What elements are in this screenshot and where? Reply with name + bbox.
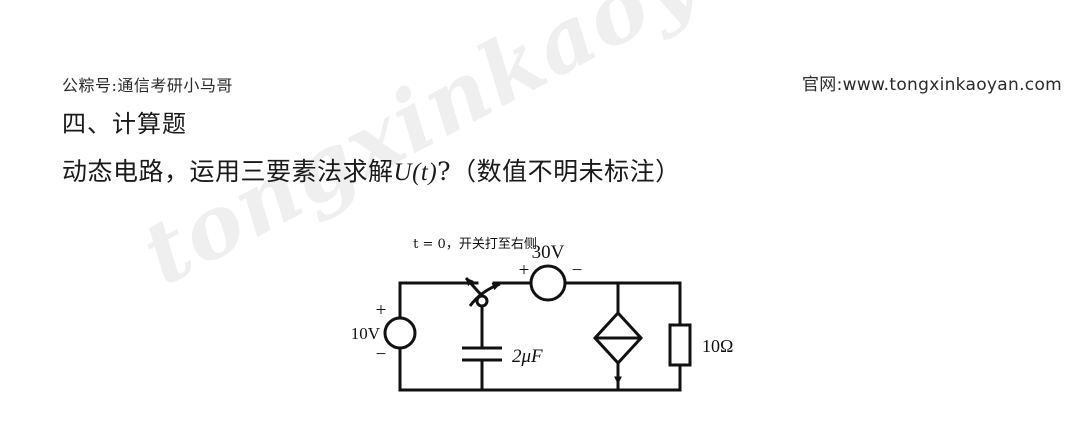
question-variable: U(t) [394,159,438,186]
resistor-label: 10Ω [702,336,733,356]
official-site-url: 官网:www.tongxinkaoyan.com [802,70,1062,95]
independent-voltage-source-10v: 10V + − [351,300,415,365]
page-header: 公粽号:通信考研小马哥 官网:www.tongxinkaoyan.com [0,72,1080,98]
voltage-source-30v-minus: − [572,260,583,281]
dependent-current-source [595,313,641,384]
capacitor-label: 2μF [512,346,543,367]
capacitor-2uf: 2μF [462,346,543,367]
switch-note: t = 0，开关打至右侧 [413,237,537,252]
voltage-source-10v-minus: − [376,344,387,365]
voltage-source-30v-label: 30V [532,242,565,263]
question-suffix: ?（数值不明未标注） [437,157,680,186]
voltage-source-30v-plus: + [519,260,530,281]
resistor-body [670,325,690,365]
voltage-source-10v-plus: + [376,300,387,321]
resistor-10ohm: 10Ω [670,325,733,365]
question-text: 动态电路，运用三要素法求解U(t)?（数值不明未标注） [62,152,681,188]
voltage-source-10v-label: 10V [351,324,381,343]
voltage-source-10v-symbol [385,318,415,348]
switch-pivot[interactable] [477,296,487,306]
account-handle: 公粽号:通信考研小马哥 [62,72,233,96]
question-prefix: 动态电路，运用三要素法求解 [62,157,394,186]
voltage-source-30v-symbol [531,266,565,300]
section-heading: 四、计算题 [62,104,187,139]
